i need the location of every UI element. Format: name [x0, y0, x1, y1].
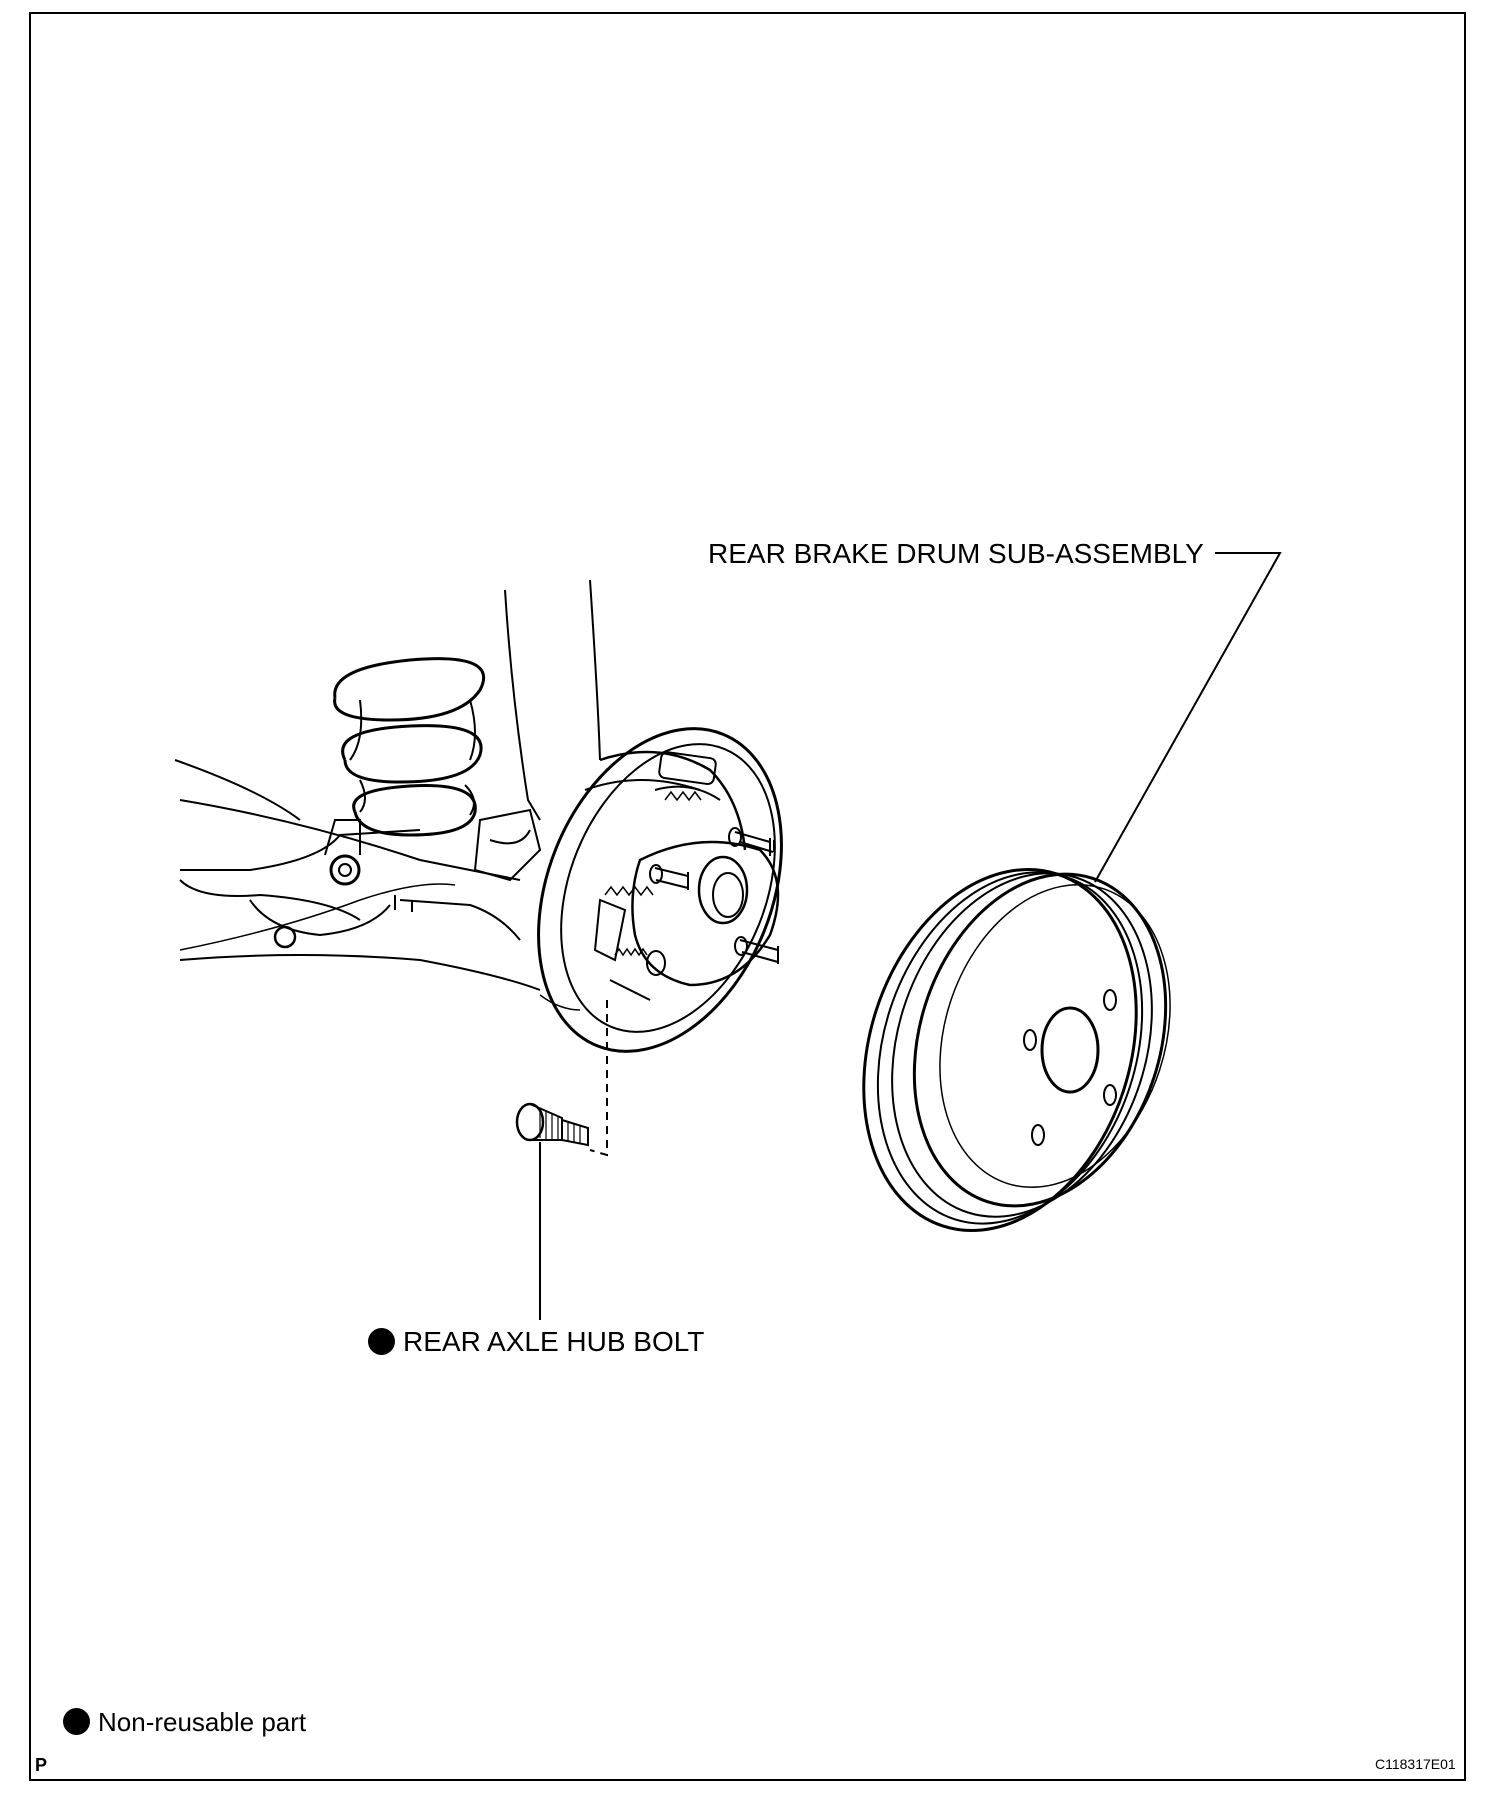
non-reusable-mark-icon	[368, 1328, 395, 1355]
callout-rear-brake-drum: REAR BRAKE DRUM SUB-ASSEMBLY	[708, 538, 1204, 569]
diagram-frame	[29, 12, 1466, 1781]
drum-leader-line	[1094, 552, 1282, 883]
figure-code: C118317E01	[1375, 1756, 1456, 1772]
brake-backing-plate	[537, 727, 783, 1053]
callout-rear-axle-hub-bolt: REAR AXLE HUB BOLT	[368, 1328, 704, 1356]
hub-studs	[649, 827, 779, 964]
rear-axle-hub-bolt-part	[515, 1102, 589, 1147]
callout-rear-axle-hub-bolt-text: REAR AXLE HUB BOLT	[403, 1326, 705, 1357]
rear-axle-assembly	[174, 579, 601, 991]
hub-bolt-install-line	[589, 1000, 608, 1157]
legend-non-reusable-text: Non-reusable part	[98, 1707, 307, 1737]
section-mark: P	[35, 1755, 48, 1775]
legend-non-reusable: Non-reusable part	[63, 1708, 306, 1735]
rear-brake-drum-part	[862, 868, 1171, 1232]
non-reusable-mark-icon	[63, 1708, 90, 1735]
